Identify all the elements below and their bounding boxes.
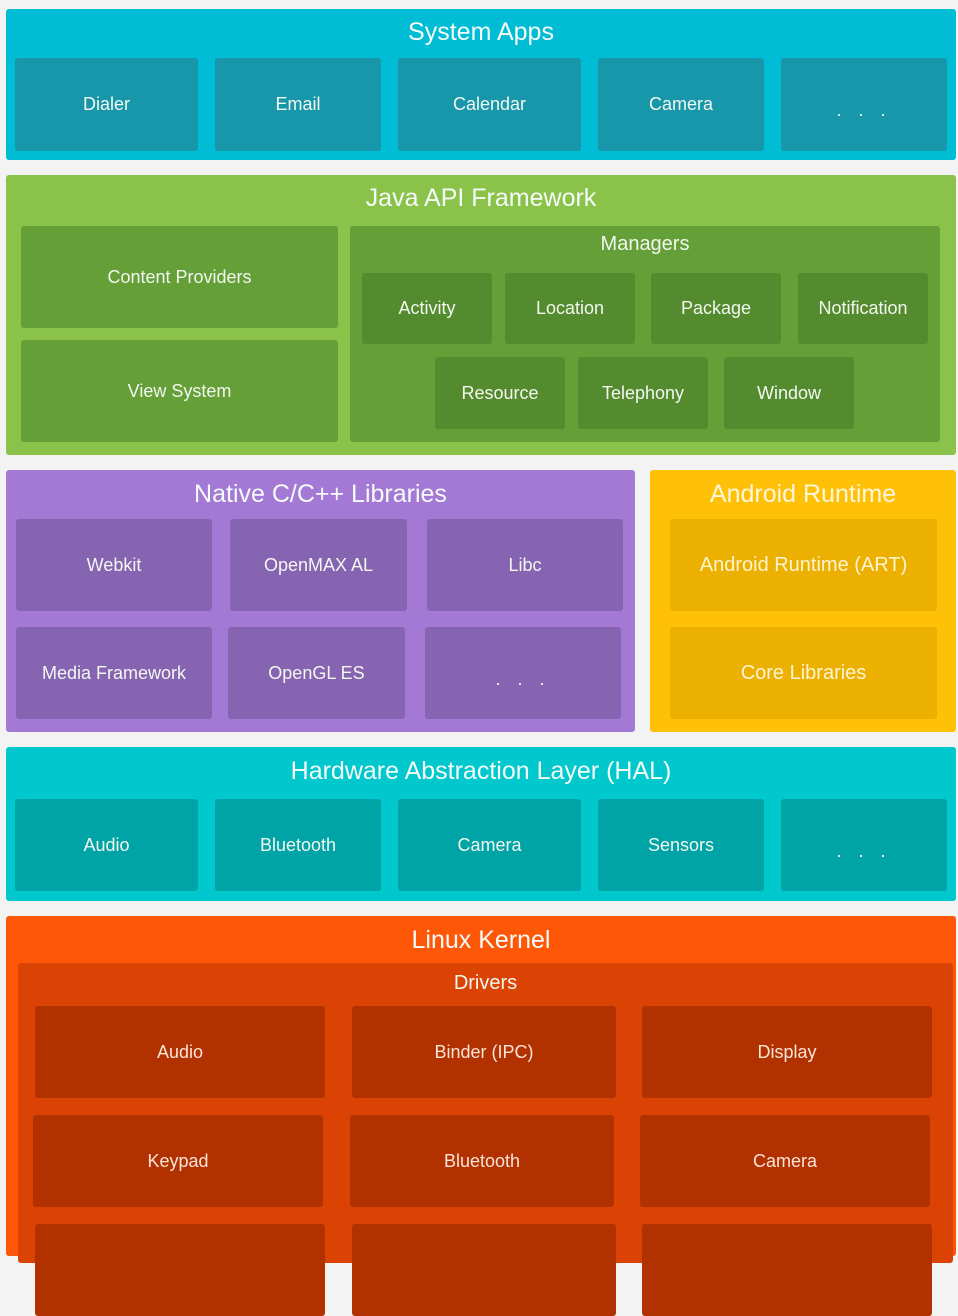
- driver-display: Display: [642, 1006, 932, 1098]
- driver-camera: Camera: [640, 1115, 930, 1207]
- manager-resource: Resource: [435, 357, 565, 429]
- drivers-panel: Drivers Audio Binder (IPC) Display Keypa…: [18, 963, 953, 1316]
- layer-linux-kernel: Linux Kernel Drivers Audio Binder (IPC) …: [6, 916, 956, 1316]
- layer-native-libraries: Native C/C++ Libraries Webkit OpenMAX AL…: [6, 470, 635, 732]
- manager-telephony: Telephony: [578, 357, 708, 429]
- manager-package: Package: [651, 273, 781, 344]
- driver-keypad: Keypad: [33, 1115, 323, 1207]
- hal-bluetooth: Bluetooth: [215, 799, 381, 891]
- component-more: . . .: [781, 58, 947, 151]
- layer-hal: Hardware Abstraction Layer (HAL) Audio B…: [6, 747, 956, 901]
- driver-partial: [35, 1224, 325, 1316]
- component-camera: Camera: [598, 58, 764, 151]
- drivers-title: Drivers: [453, 972, 518, 994]
- layer-system-apps: System Apps Dialer Email Calendar Camera…: [6, 9, 956, 160]
- managers-title: Managers: [600, 233, 690, 255]
- layer-title: Android Runtime: [709, 480, 897, 508]
- component-dialer: Dialer: [15, 58, 198, 151]
- component-core-libraries: Core Libraries: [670, 627, 937, 719]
- hal-audio: Audio: [15, 799, 198, 891]
- driver-binder-ipc: Binder (IPC): [352, 1006, 616, 1098]
- manager-activity: Activity: [362, 273, 492, 344]
- layer-android-runtime: Android Runtime Android Runtime (ART) Co…: [650, 470, 956, 732]
- driver-bluetooth: Bluetooth: [350, 1115, 614, 1207]
- component-email: Email: [215, 58, 381, 151]
- driver-partial: [352, 1224, 616, 1316]
- library-opengl-es: OpenGL ES: [228, 627, 405, 719]
- library-media-framework: Media Framework: [16, 627, 212, 719]
- driver-partial: [642, 1224, 932, 1316]
- component-content-providers: Content Providers: [21, 226, 338, 328]
- layer-title: System Apps: [408, 18, 554, 46]
- hal-sensors: Sensors: [598, 799, 764, 891]
- manager-window: Window: [724, 357, 854, 429]
- hal-more: . . .: [781, 799, 947, 891]
- layer-title: Native C/C++ Libraries: [194, 480, 447, 508]
- layer-title: Hardware Abstraction Layer (HAL): [290, 757, 672, 785]
- library-webkit: Webkit: [16, 519, 212, 611]
- library-more: . . .: [425, 627, 621, 719]
- layer-title: Linux Kernel: [411, 926, 551, 954]
- manager-notification: Notification: [798, 273, 928, 344]
- library-openmax-al: OpenMAX AL: [230, 519, 407, 611]
- hal-camera: Camera: [398, 799, 581, 891]
- layer-java-api-framework: Java API Framework Content Providers Vie…: [6, 175, 956, 455]
- component-view-system: View System: [21, 340, 338, 442]
- driver-audio: Audio: [35, 1006, 325, 1098]
- component-calendar: Calendar: [398, 58, 581, 151]
- manager-location: Location: [505, 273, 635, 344]
- library-libc: Libc: [427, 519, 623, 611]
- component-art: Android Runtime (ART): [670, 519, 937, 611]
- layer-title: Java API Framework: [365, 184, 597, 212]
